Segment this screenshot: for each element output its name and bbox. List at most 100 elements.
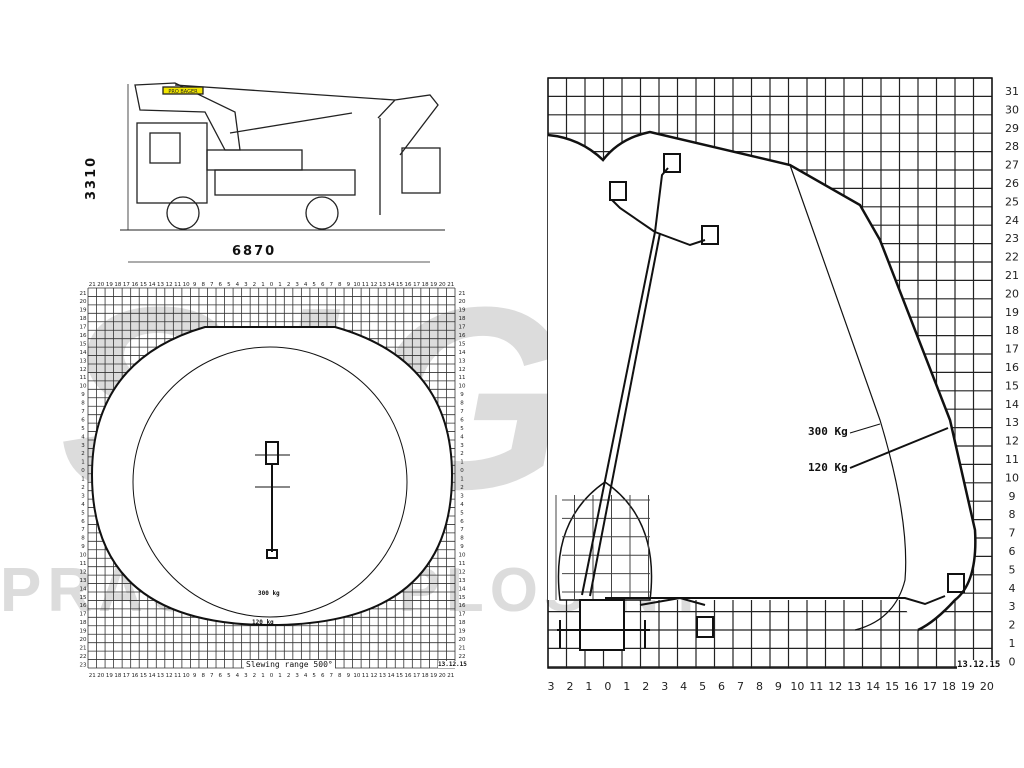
- left-axis-label: 6: [81, 417, 85, 423]
- right-axis-label: 3: [460, 443, 464, 449]
- y-axis-label: 20: [1005, 287, 1019, 300]
- low-boom: [639, 596, 706, 606]
- right-axis-label: 8: [460, 536, 464, 542]
- right-axis-label: 11: [459, 561, 466, 567]
- bottom-axis-label: 17: [123, 673, 130, 679]
- bottom-axis-label: 12: [166, 673, 173, 679]
- x-axis-label: 14: [866, 680, 880, 693]
- jib-left: [611, 199, 656, 233]
- left-axis-label: 3: [81, 443, 85, 449]
- y-axis-label: 31: [1005, 85, 1019, 98]
- right-axis-label: 14: [459, 350, 466, 356]
- y-axis-label: 6: [1009, 545, 1016, 558]
- x-axis-label: 15: [885, 680, 899, 693]
- load-120-label: 120 Kg: [808, 461, 848, 474]
- x-axis-label: 10: [790, 680, 804, 693]
- bottom-axis-label: 5: [227, 673, 231, 679]
- top-axis-label: 2: [287, 282, 291, 288]
- left-axis-label: 5: [81, 426, 85, 432]
- boom-drawing: [557, 153, 965, 651]
- top-axis-label: 21: [89, 282, 96, 288]
- left-axis-label: 17: [80, 612, 87, 618]
- top-axis-label: 1: [278, 282, 282, 288]
- left-axis-label: 11: [80, 561, 87, 567]
- inner-load-label: 300 kg: [258, 590, 280, 597]
- top-axis-label: 0: [270, 282, 274, 288]
- left-axis-label: 21: [80, 645, 87, 651]
- x-axis-label: 2: [642, 680, 649, 693]
- x-axis-label: 8: [756, 680, 763, 693]
- y-axis-label: 28: [1005, 140, 1019, 153]
- top-axis-label: 15: [140, 282, 147, 288]
- top-axis-label: 13: [157, 282, 164, 288]
- outer-load-label: 120 kg: [252, 619, 274, 626]
- right-axis-label: 19: [459, 629, 466, 635]
- left-axis-label: 9: [81, 544, 85, 550]
- bottom-axis-label: 15: [140, 673, 147, 679]
- bottom-axis-label: 9: [347, 673, 351, 679]
- top-axis-label: 16: [131, 282, 138, 288]
- y-axis-label: 17: [1005, 343, 1019, 356]
- right-axis-label: 8: [460, 401, 464, 407]
- right-axis-label: 5: [460, 426, 464, 432]
- left-axis-label: 22: [80, 654, 87, 660]
- top-axis-label: 9: [347, 282, 351, 288]
- y-axis-label: 22: [1005, 251, 1019, 264]
- top-axis-label: 5: [312, 282, 316, 288]
- top-axis-label: 3: [244, 282, 248, 288]
- load-300-label: 300 Kg: [808, 425, 848, 438]
- top-axis-label: 20: [439, 282, 446, 288]
- left-axis-label: 19: [80, 308, 87, 314]
- right-axis-label: 19: [459, 308, 466, 314]
- right-axis-label: 18: [459, 316, 466, 322]
- right-axis-label: 15: [459, 341, 466, 347]
- left-axis-label: 17: [80, 325, 87, 331]
- top-view-truck: [255, 441, 290, 559]
- right-axis-label: 4: [460, 502, 464, 508]
- left-axis-label: 18: [80, 620, 87, 626]
- bottom-axis-label: 3: [295, 673, 299, 679]
- x-axis-label: 12: [828, 680, 842, 693]
- x-axis-label: 6: [718, 680, 725, 693]
- y-axis-label: 27: [1005, 159, 1019, 172]
- bottom-axis-label: 2: [253, 673, 257, 679]
- right-axis-label: 20: [459, 299, 466, 305]
- leader-300: [849, 423, 881, 434]
- right-axis-label: 16: [459, 603, 466, 609]
- bottom-axis-label: 19: [106, 673, 113, 679]
- bottom-axis-label: 5: [312, 673, 316, 679]
- leader-120: [849, 427, 949, 469]
- top-axis-label: 19: [430, 282, 437, 288]
- x-axis-label: 4: [680, 680, 687, 693]
- left-axis-label: 3: [81, 493, 85, 499]
- jib-up: [654, 167, 669, 233]
- left-axis-label: 5: [81, 510, 85, 516]
- left-axis-label: 2: [81, 451, 85, 457]
- x-axis-label: 1: [623, 680, 630, 693]
- left-axis-label: 16: [80, 603, 87, 609]
- y-axis-label: 13: [1005, 416, 1019, 429]
- boom-badge: [162, 86, 204, 95]
- right-axis-label: 3: [460, 493, 464, 499]
- right-axis-label: 1: [460, 460, 464, 466]
- bottom-axis-label: 19: [430, 673, 437, 679]
- right-axis-label: 6: [460, 417, 464, 423]
- bottom-axis-label: 15: [396, 673, 403, 679]
- bottom-axis-label: 14: [387, 673, 394, 679]
- y-axis-label: 10: [1005, 471, 1019, 484]
- y-axis-label: 3: [1009, 600, 1016, 613]
- right-axis-label: 2: [460, 485, 464, 491]
- bottom-axis-label: 12: [370, 673, 377, 679]
- left-axis-label: 13: [80, 578, 87, 584]
- left-axis-label: 4: [81, 502, 85, 508]
- truck-side-view: [120, 82, 445, 263]
- main-boom: [581, 231, 656, 596]
- left-axis-label: 2: [81, 485, 85, 491]
- x-axis-label: 0: [604, 680, 611, 693]
- left-axis-label: 6: [81, 519, 85, 525]
- bottom-axis-label: 21: [89, 673, 96, 679]
- bottom-axis-label: 0: [270, 673, 274, 679]
- basket: [609, 181, 627, 201]
- front-wheel: [166, 196, 200, 230]
- bottom-axis-label: 13: [379, 673, 386, 679]
